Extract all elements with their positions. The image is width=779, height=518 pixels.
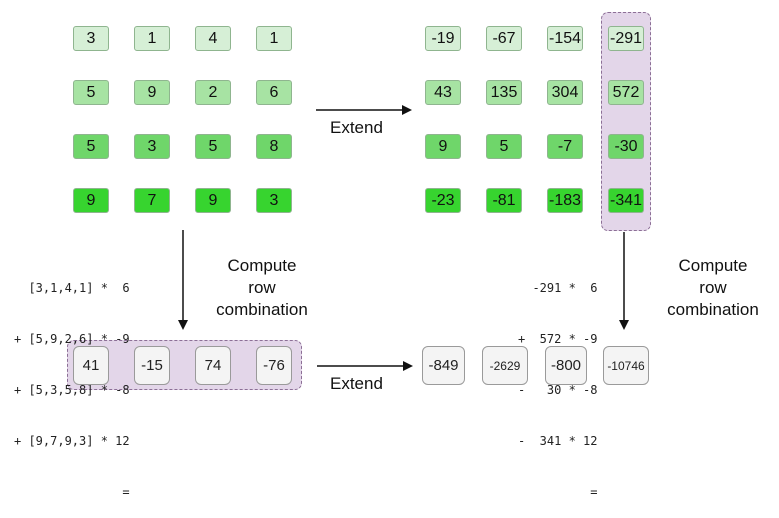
matrix-cell: -341	[608, 188, 644, 213]
matrix-cell: 1	[134, 26, 170, 51]
formula-line: - 341 * 12	[518, 434, 598, 448]
matrix-cell: 5	[73, 134, 109, 159]
formula-line: + [9,7,9,3] * 12	[14, 434, 130, 448]
matrix-cell: -291	[608, 26, 644, 51]
matrix-cell: 5	[486, 134, 522, 159]
vector-cell: -15	[134, 346, 170, 385]
compute-right-line: combination	[667, 300, 759, 319]
matrix-cell: 6	[256, 80, 292, 105]
left-formula: [3,1,4,1] * 6 + [5,9,2,6] * -9 + [5,3,5,…	[14, 246, 130, 518]
vector-cell: -76	[256, 346, 292, 385]
matrix-cell: -67	[486, 26, 522, 51]
matrix-cell: 5	[73, 80, 109, 105]
matrix-cell: 9	[425, 134, 461, 159]
matrix-cell: 9	[73, 188, 109, 213]
matrix-cell: 304	[547, 80, 583, 105]
vector-cell: 74	[195, 346, 231, 385]
formula-line: + 572 * -9	[518, 332, 598, 346]
formula-line: =	[14, 485, 130, 499]
compute-left-line: combination	[216, 300, 308, 319]
matrix-cell: -30	[608, 134, 644, 159]
matrix-cell: -23	[425, 188, 461, 213]
matrix-cell: 5	[195, 134, 231, 159]
formula-line: -291 * 6	[518, 281, 598, 295]
matrix-cell: -154	[547, 26, 583, 51]
matrix-cell: -19	[425, 26, 461, 51]
matrix-cell: 2	[195, 80, 231, 105]
matrix-cell: 3	[256, 188, 292, 213]
formula-line: =	[518, 485, 598, 499]
matrix-cell: 3	[134, 134, 170, 159]
compute-left-line: Compute	[227, 256, 297, 275]
vector-cell: -2629	[482, 346, 528, 385]
formula-line: [3,1,4,1] * 6	[14, 281, 130, 295]
vector-cell: 41	[73, 346, 109, 385]
matrix-cell: -7	[547, 134, 583, 159]
extend-top-label: Extend	[330, 118, 383, 137]
formula-line: - 30 * -8	[518, 383, 598, 397]
vector-cell: -849	[422, 346, 465, 385]
vector-cell: -10746	[603, 346, 649, 385]
formula-line: + [5,3,5,8] * -8	[14, 383, 130, 397]
compute-left-label: Compute row combination	[210, 255, 314, 321]
compute-left-line: row	[248, 278, 276, 297]
matrix-cell: -81	[486, 188, 522, 213]
compute-right-label: Compute row combination	[658, 255, 768, 321]
matrix-cell: 8	[256, 134, 292, 159]
matrix-cell: 572	[608, 80, 644, 105]
arrows	[178, 105, 629, 371]
matrix-cell: 135	[486, 80, 522, 105]
matrix-cell: 4	[195, 26, 231, 51]
matrix-cell: 1	[256, 26, 292, 51]
matrix-cell: 7	[134, 188, 170, 213]
vector-cell: -800	[545, 346, 587, 385]
matrix-cell: 3	[73, 26, 109, 51]
matrix-cell: 9	[134, 80, 170, 105]
compute-right-line: row	[699, 278, 727, 297]
matrix-cell: 9	[195, 188, 231, 213]
compute-right-line: Compute	[678, 256, 748, 275]
matrix-cell: -183	[547, 188, 583, 213]
formula-line: + [5,9,2,6] * -9	[14, 332, 130, 346]
matrix-cell: 43	[425, 80, 461, 105]
extend-bottom-label: Extend	[330, 374, 383, 393]
